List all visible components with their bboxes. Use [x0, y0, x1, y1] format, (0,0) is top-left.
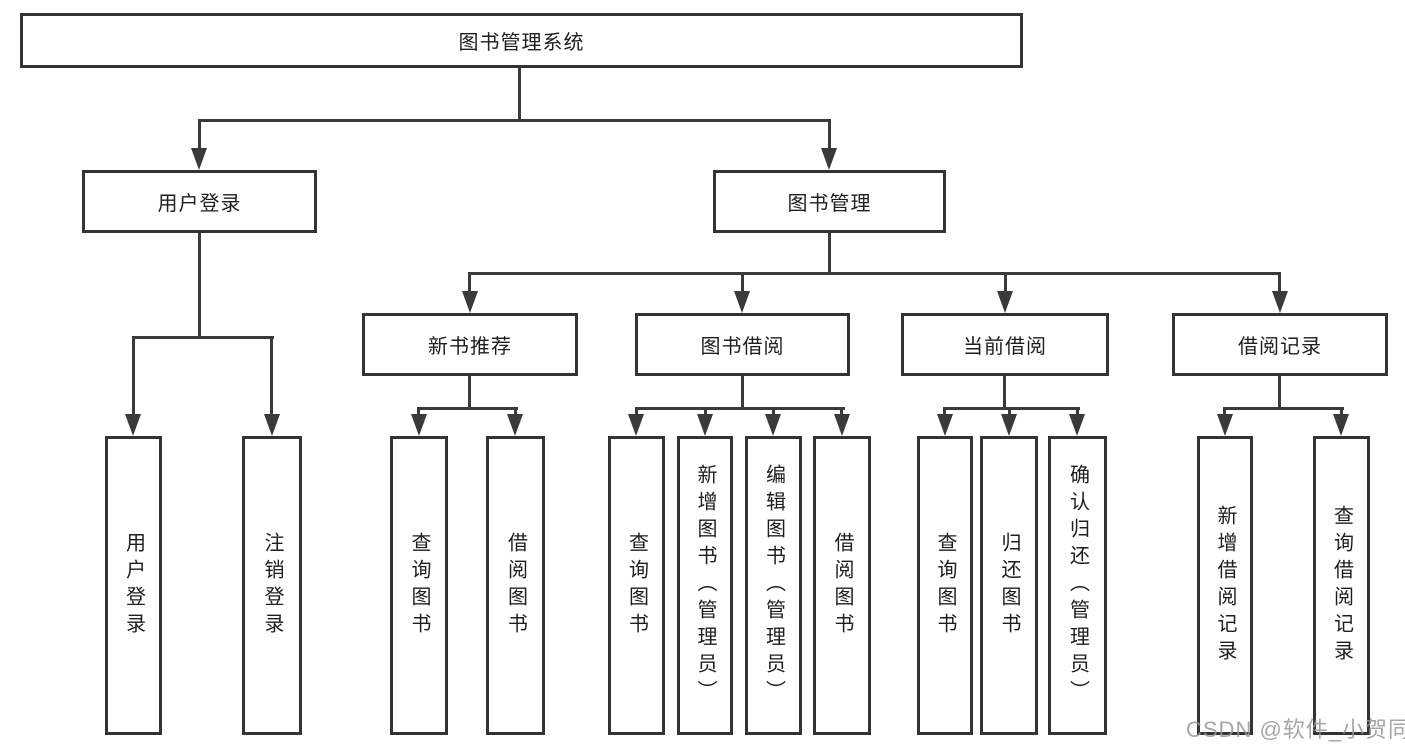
leaf-query-borrow-record: 查询借阅记录 — [1313, 436, 1370, 735]
arrow-down-icon — [821, 148, 837, 170]
connector-line — [198, 119, 201, 152]
connector-line — [635, 407, 845, 410]
connector-line — [1008, 407, 1011, 418]
arrow-down-icon — [1272, 291, 1288, 313]
arrow-down-icon — [734, 291, 750, 313]
node-user-login: 用户登录 — [82, 170, 317, 233]
connector-line — [468, 376, 471, 410]
connector-line — [1004, 272, 1007, 295]
leaf-edit-books-admin: 编辑图书（管理员） — [745, 436, 802, 735]
leaf-borrow-books-recommend: 借阅图书 — [486, 436, 545, 735]
arrow-down-icon — [1069, 414, 1085, 436]
node-root: 图书管理系统 — [20, 13, 1023, 68]
connector-line — [198, 119, 831, 122]
connector-line — [514, 407, 517, 418]
arrow-down-icon — [997, 291, 1013, 313]
connector-line — [741, 272, 744, 295]
connector-line — [1076, 407, 1079, 418]
connector-line — [772, 407, 775, 418]
arrow-down-icon — [191, 148, 207, 170]
leaf-borrow-books: 借阅图书 — [813, 436, 871, 735]
arrow-down-icon — [462, 291, 478, 313]
connector-line — [704, 407, 707, 418]
leaf-add-borrow-record: 新增借阅记录 — [1197, 436, 1253, 735]
arrow-down-icon — [507, 414, 523, 436]
leaf-return-books: 归还图书 — [980, 436, 1038, 735]
connector-line — [417, 407, 420, 418]
leaf-add-books-admin: 新增图书（管理员） — [677, 436, 733, 735]
leaf-user-login: 用户登录 — [105, 436, 162, 735]
connector-line — [1223, 407, 1344, 410]
connector-line — [828, 233, 831, 275]
arrow-down-icon — [264, 414, 280, 436]
connector-line — [943, 407, 946, 418]
node-new-book-recommend: 新书推荐 — [362, 313, 578, 376]
connector-line — [828, 119, 831, 152]
arrow-down-icon — [411, 414, 427, 436]
connector-line — [1278, 376, 1281, 410]
node-borrow-records: 借阅记录 — [1172, 313, 1388, 376]
connector-line — [417, 407, 518, 410]
connector-line — [1223, 407, 1226, 418]
node-book-borrow: 图书借阅 — [635, 313, 850, 376]
arrow-down-icon — [1333, 414, 1349, 436]
leaf-query-books-recommend: 查询图书 — [390, 436, 448, 735]
connector-line — [518, 68, 521, 121]
connector-line — [468, 272, 1281, 275]
arrow-down-icon — [765, 414, 781, 436]
arrow-down-icon — [834, 414, 850, 436]
leaf-confirm-return-admin: 确认归还（管理员） — [1048, 436, 1107, 735]
csdn-watermark: CSDN @软件_小贺同学 — [1186, 717, 1405, 742]
leaf-query-books-current: 查询图书 — [917, 436, 973, 735]
connector-line — [270, 336, 273, 418]
connector-line — [198, 233, 201, 339]
leaf-logout: 注销登录 — [242, 436, 302, 735]
arrow-down-icon — [1001, 414, 1017, 436]
connector-line — [468, 272, 471, 295]
arrow-down-icon — [628, 414, 644, 436]
connector-line — [1278, 272, 1281, 295]
arrow-down-icon — [1217, 414, 1233, 436]
node-book-management: 图书管理 — [713, 170, 946, 233]
connector-line — [132, 336, 135, 418]
leaf-query-books-borrow: 查询图书 — [608, 436, 665, 735]
connector-line — [132, 336, 274, 339]
connector-line — [1003, 376, 1006, 410]
connector-line — [741, 376, 744, 410]
connector-line — [943, 407, 1080, 410]
connector-line — [840, 407, 843, 418]
arrow-down-icon — [125, 414, 141, 436]
arrow-down-icon — [937, 414, 953, 436]
connector-line — [1340, 407, 1343, 418]
node-current-borrow: 当前借阅 — [901, 313, 1109, 376]
connector-line — [635, 407, 638, 418]
arrow-down-icon — [697, 414, 713, 436]
